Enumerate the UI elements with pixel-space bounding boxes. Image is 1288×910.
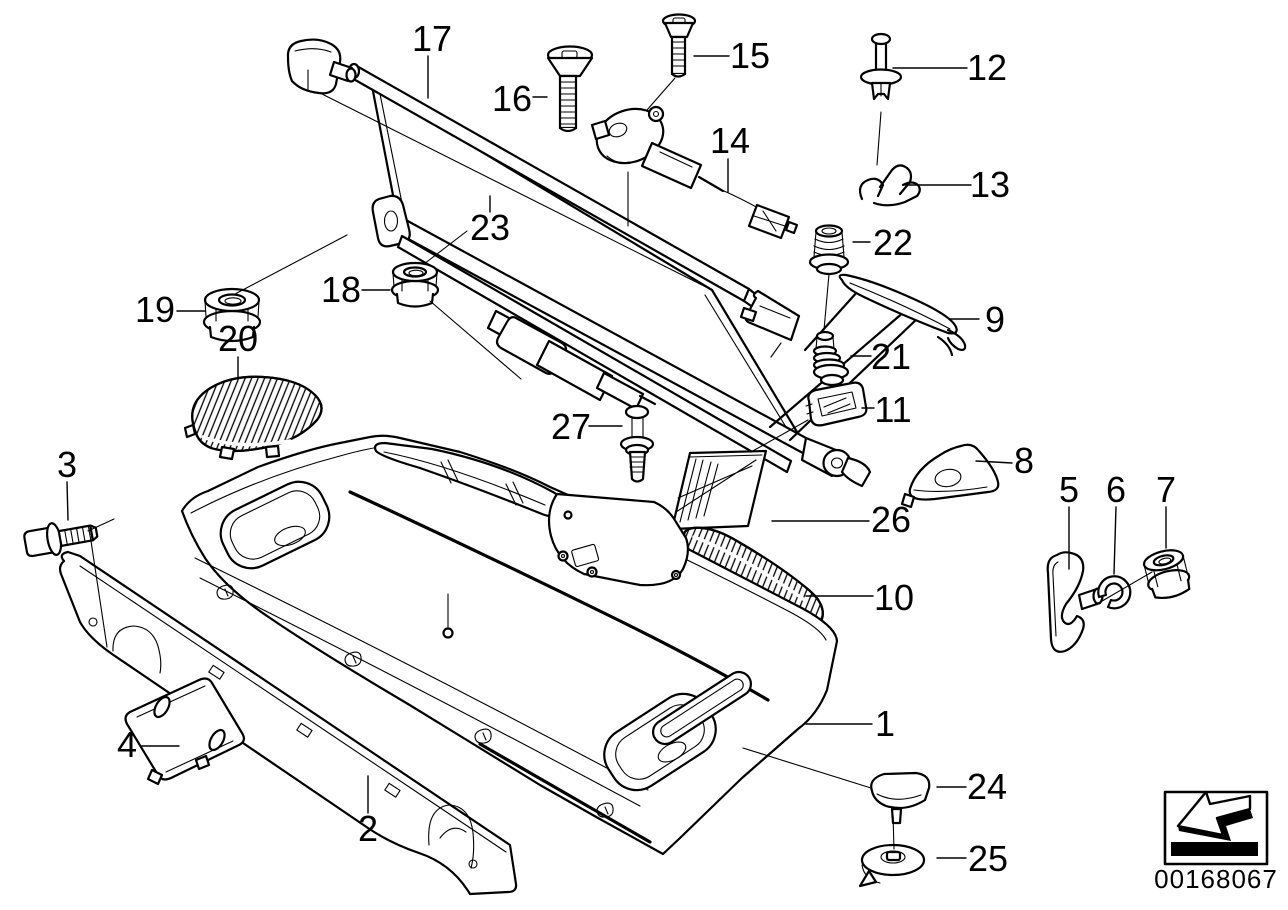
callout-label-5: 5 [1059, 469, 1079, 510]
stamp-bar [1171, 842, 1258, 856]
part-grommet-25 [858, 843, 926, 888]
part-grommet-22 [808, 224, 850, 276]
callout-label-9: 9 [985, 299, 1005, 340]
callout-label-7: 7 [1156, 469, 1176, 510]
part-rivet-27 [619, 404, 655, 483]
callout-label-16: 16 [492, 78, 532, 119]
image-number-stamp: 00168067 [1154, 790, 1278, 894]
callout-label-23: 23 [470, 207, 510, 248]
down-left-arrow-icon [1176, 790, 1252, 837]
callout-label-22: 22 [873, 222, 913, 263]
leader-lines [87, 69, 1153, 850]
callout-label-4: 4 [117, 724, 137, 765]
part-washer-6 [1097, 575, 1132, 610]
callout-label-12: 12 [967, 47, 1007, 88]
part-sun-blind [286, 38, 872, 488]
callout-label-14: 14 [710, 120, 750, 161]
callout-label-20: 20 [218, 318, 258, 359]
callout-label-26: 26 [871, 499, 911, 540]
part-nut-7 [1142, 549, 1191, 599]
callout-label-21: 21 [871, 336, 911, 377]
callout-label-18: 18 [321, 269, 361, 310]
part-plate-8 [900, 443, 1000, 509]
part-pleated-panel-26 [670, 449, 768, 531]
part-clip-13 [858, 164, 921, 207]
callout-label-24: 24 [967, 766, 1007, 807]
part-nut-19 [202, 287, 262, 343]
callout-leaders [66, 55, 1167, 859]
callout-label-3: 3 [57, 444, 77, 485]
callout-label-10: 10 [874, 577, 914, 618]
part-drive-cable [590, 105, 799, 240]
callout-label-25: 25 [968, 838, 1008, 879]
callout-label-15: 15 [730, 35, 770, 76]
callout-label-8: 8 [1014, 440, 1034, 481]
part-hook-5 [1046, 551, 1104, 653]
callout-label-17: 17 [412, 18, 452, 59]
callout-label-6: 6 [1106, 469, 1126, 510]
part-nut-18 [390, 261, 440, 308]
image-number: 00168067 [1154, 864, 1278, 894]
callout-label-2: 2 [358, 808, 378, 849]
part-screw-16 [546, 45, 594, 133]
part-cap-24 [870, 771, 931, 825]
part-grommet-21 [812, 330, 850, 387]
part-trim-panel-2 [58, 550, 518, 896]
part-rear-shelf-1 [180, 434, 839, 856]
callout-label-19: 19 [135, 289, 175, 330]
part-plate-4 [124, 677, 246, 786]
part-screw-15 [661, 13, 697, 78]
callout-label-1: 1 [875, 703, 895, 744]
part-cover-20 [183, 375, 323, 461]
part-bracket-11 [805, 381, 868, 427]
callout-label-11: 11 [874, 389, 911, 430]
callout-labels: 1 2 3 4 5 6 7 8 9 10 11 12 13 14 15 16 1… [57, 18, 1176, 879]
part-bolt-3 [23, 522, 99, 558]
callout-label-13: 13 [970, 164, 1010, 205]
callout-label-27: 27 [551, 406, 591, 447]
part-spring-bracket-9 [768, 273, 967, 442]
part-expanding-rivet-12 [859, 32, 903, 101]
